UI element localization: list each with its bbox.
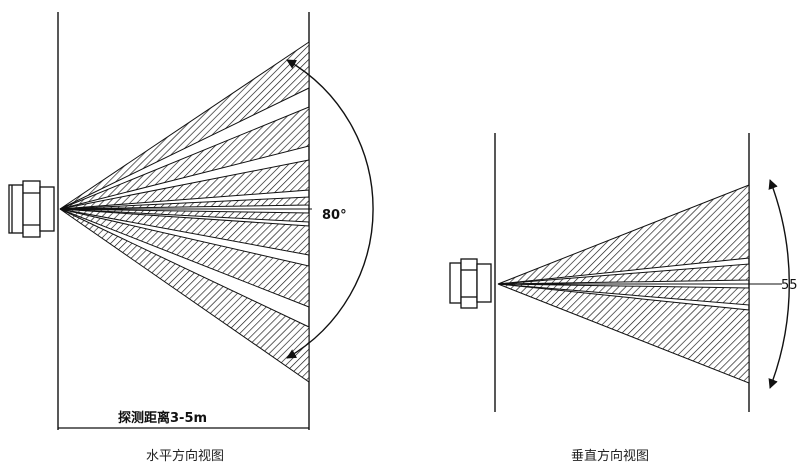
horizontal-beam-wedge	[59, 208, 310, 308]
horizontal-beam-wedge	[59, 208, 310, 223]
horizontal-beam-wedge	[59, 196, 310, 210]
horizontal-beam-fan	[59, 41, 310, 383]
vertical-beam-wedge	[497, 283, 750, 384]
horizontal-beam-wedge	[59, 41, 310, 210]
horizontal-view: 80° 探测距离3-5m 水平方向视图	[8, 12, 374, 464]
vertical-beam-fan	[497, 184, 750, 384]
horizontal-beam-wedge	[59, 208, 310, 383]
horizontal-distance-label: 探测距离3-5m	[118, 410, 207, 426]
vertical-angle-arc	[768, 179, 790, 389]
horizontal-beam-wedge	[59, 159, 310, 210]
vertical-view-caption: 垂直方向视图	[571, 448, 649, 464]
vertical-view: 55 垂直方向视图	[449, 133, 798, 464]
vertical-beam-wedge	[497, 184, 750, 285]
horizontal-beam-wedge	[59, 208, 310, 256]
horizontal-sensor-icon	[8, 180, 55, 238]
vertical-beam-wedge	[497, 263, 750, 285]
vertical-angle-label: 55	[781, 278, 798, 293]
horizontal-angle-arc	[286, 59, 374, 359]
vertical-sensor-icon	[449, 258, 492, 309]
horizontal-angle-label: 80°	[322, 208, 347, 223]
horizontal-beam-wedge	[59, 106, 310, 210]
horizontal-view-caption: 水平方向视图	[146, 448, 224, 464]
vertical-beam-wedge	[497, 283, 750, 306]
